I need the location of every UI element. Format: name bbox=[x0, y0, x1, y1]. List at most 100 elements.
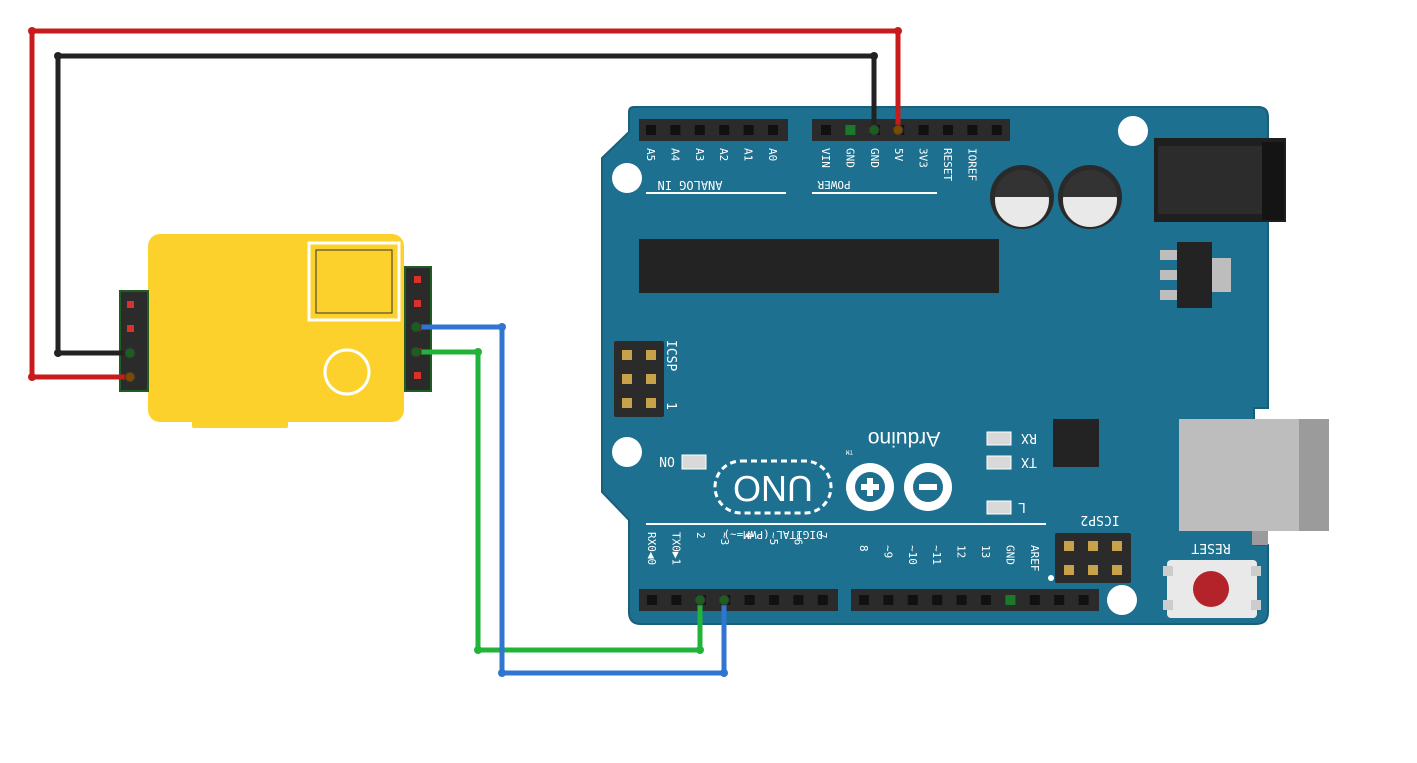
pin-label: 5V bbox=[892, 148, 905, 162]
header-pin-hole bbox=[956, 595, 967, 605]
on-led-label: ON bbox=[659, 453, 675, 468]
icsp-pin bbox=[646, 398, 656, 408]
header-pin-hole bbox=[845, 125, 856, 135]
wire-joint bbox=[28, 373, 36, 381]
capacitor bbox=[990, 165, 1054, 229]
header-pin-hole bbox=[821, 125, 831, 135]
pin-label: RESET bbox=[941, 148, 954, 181]
header-pin-hole bbox=[1005, 595, 1016, 605]
wire-joint bbox=[894, 27, 902, 35]
pin-label: ~3 bbox=[718, 532, 731, 545]
dc-power-jack bbox=[1154, 138, 1286, 222]
header-pin-hole bbox=[694, 125, 705, 135]
header-pin-hole bbox=[1029, 595, 1040, 605]
pin-label: GND bbox=[1003, 545, 1016, 565]
wires bbox=[28, 27, 904, 677]
header-pin-hole bbox=[943, 125, 953, 135]
header-pin-hole bbox=[647, 595, 657, 605]
tx-led-label: TX bbox=[1021, 454, 1037, 469]
wire-joint bbox=[870, 52, 878, 60]
pin-label: TX0▶1 bbox=[669, 532, 682, 565]
sensor-left-header bbox=[119, 290, 149, 392]
pin-label: GND bbox=[843, 148, 856, 168]
icsp2-pin bbox=[1112, 541, 1122, 551]
header-pin-hole bbox=[670, 125, 681, 135]
voltage-regulator bbox=[1160, 242, 1231, 308]
wire-endpoint bbox=[868, 124, 880, 136]
pin-label: 7 bbox=[816, 532, 829, 539]
pin-label: ~10 bbox=[906, 545, 919, 565]
header-pin-hole bbox=[743, 125, 754, 135]
icsp-pin bbox=[622, 398, 632, 408]
icsp-label: ICSP bbox=[663, 340, 678, 371]
pin-label: A3 bbox=[693, 148, 706, 161]
analog-header bbox=[639, 119, 788, 141]
header-pin-hole bbox=[671, 595, 682, 605]
infinity-logo-icon bbox=[846, 463, 952, 511]
pin-label: VIN bbox=[819, 148, 832, 168]
icsp2-pin bbox=[1064, 541, 1074, 551]
wire-joint bbox=[474, 646, 482, 654]
header-pin-hole bbox=[817, 595, 828, 605]
wire-joint bbox=[54, 349, 62, 357]
icsp2-pin bbox=[1064, 565, 1074, 575]
header-pin-hole bbox=[907, 595, 918, 605]
icsp-header: ICSP 1 bbox=[614, 340, 678, 417]
rx-led-label: RX bbox=[1021, 430, 1037, 445]
mounting-hole bbox=[1107, 585, 1137, 615]
l-led: L bbox=[986, 499, 1026, 515]
header-pin-hole bbox=[991, 125, 1002, 135]
wire-endpoint bbox=[410, 321, 422, 333]
pin-label: AREF bbox=[1028, 545, 1041, 572]
wire-endpoint bbox=[892, 124, 904, 136]
pin-label: ~9 bbox=[881, 545, 894, 558]
pin-label: RX0◀0 bbox=[645, 532, 658, 565]
icsp2-label: ICSP2 bbox=[1080, 512, 1119, 527]
sensor-pin bbox=[127, 301, 134, 308]
digital-header-high bbox=[851, 589, 1099, 611]
pin-label: GND bbox=[868, 148, 881, 168]
rx-led: RX bbox=[986, 430, 1037, 446]
icsp2-pin bbox=[1112, 565, 1122, 575]
header-pin-hole bbox=[793, 595, 804, 605]
sensor-pin bbox=[414, 276, 421, 283]
pin-label: A4 bbox=[668, 148, 681, 162]
sensor-pin bbox=[414, 372, 421, 379]
pin-label: A5 bbox=[644, 148, 657, 161]
wire-joint bbox=[498, 323, 506, 331]
l-led-label: L bbox=[1018, 499, 1026, 514]
analog-pin-labels: A5 A4 A3 A2 A1 A0 bbox=[644, 148, 779, 162]
usb-interface-chip bbox=[1053, 419, 1099, 467]
header-pin-hole bbox=[1054, 595, 1065, 605]
header-pin-hole bbox=[981, 595, 991, 605]
reset-button[interactable]: RESET bbox=[1163, 540, 1261, 618]
pin-label: 13 bbox=[979, 545, 992, 558]
trademark-mark: TM bbox=[845, 448, 853, 455]
wire-endpoint bbox=[718, 594, 730, 606]
sensor-body bbox=[148, 234, 404, 422]
sensor-circle bbox=[323, 348, 371, 396]
header-pin-hole bbox=[769, 595, 779, 605]
pin-label: 4 bbox=[743, 532, 756, 539]
power-header bbox=[812, 119, 1010, 141]
pin-label: A2 bbox=[717, 148, 730, 161]
wire-endpoint bbox=[694, 594, 706, 606]
microcontroller-chip bbox=[639, 239, 999, 293]
header-pin-hole bbox=[967, 125, 978, 135]
pin-label: ~5 bbox=[767, 532, 780, 545]
pin-label: A1 bbox=[742, 148, 755, 161]
icsp-pin bbox=[646, 350, 656, 360]
wire-endpoint bbox=[124, 371, 136, 383]
wire-joint bbox=[498, 669, 506, 677]
wire-joint bbox=[54, 52, 62, 60]
icsp-pin bbox=[622, 350, 632, 360]
arduino-brand-text: Arduino bbox=[868, 427, 940, 450]
usb-b-connector bbox=[1179, 419, 1329, 545]
header-pin-hole bbox=[932, 595, 943, 605]
pin-label: A0 bbox=[766, 148, 779, 161]
header-pin-hole bbox=[859, 595, 869, 605]
